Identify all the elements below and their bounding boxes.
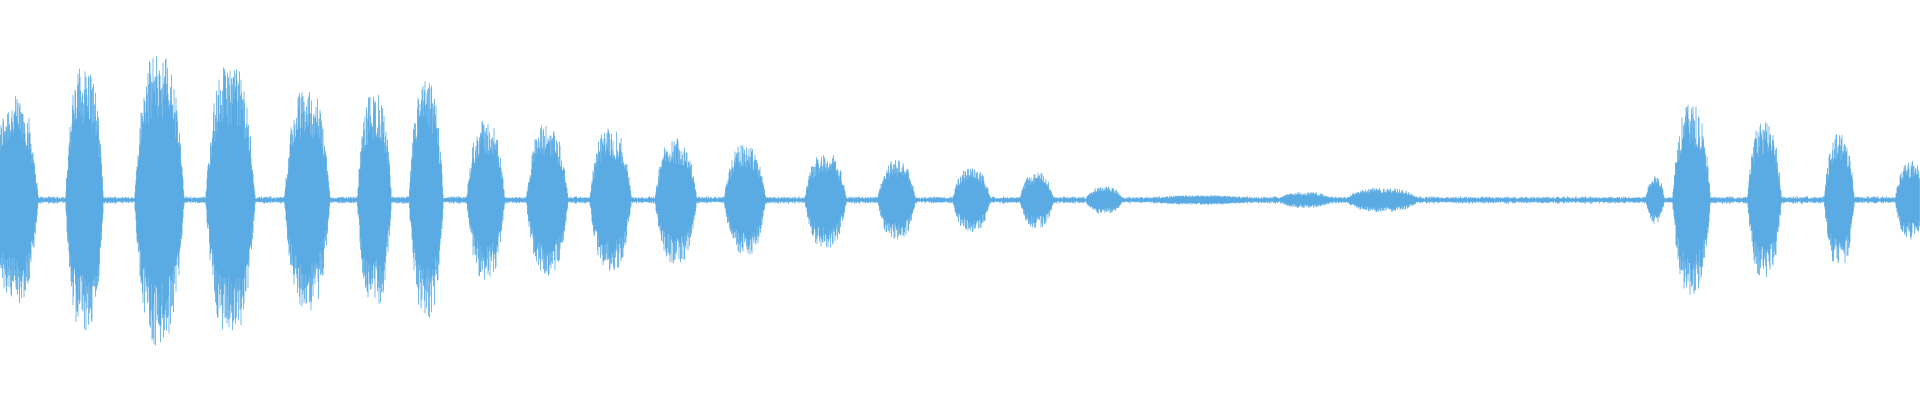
waveform-segment-14 bbox=[877, 160, 915, 240]
waveform-segment-20 bbox=[1344, 188, 1421, 212]
waveform-segment-21 bbox=[1645, 176, 1664, 224]
waveform-segment-13 bbox=[805, 152, 847, 248]
waveform-path bbox=[0, 56, 1920, 346]
waveform-segment-3 bbox=[134, 52, 184, 348]
waveform-segment-4 bbox=[205, 64, 255, 336]
waveform-segment-10 bbox=[589, 128, 631, 272]
waveform-segment-25 bbox=[1895, 160, 1920, 240]
waveform-segment-11 bbox=[655, 136, 697, 264]
waveform-segment-9 bbox=[526, 124, 568, 276]
waveform-segment-16 bbox=[1020, 172, 1055, 228]
waveform-segment-1 bbox=[0, 96, 46, 304]
waveform-segment-7 bbox=[409, 80, 444, 320]
waveform-segment-18 bbox=[1142, 195, 1257, 205]
waveform-segment-17 bbox=[1085, 186, 1123, 214]
waveform-segment-22 bbox=[1672, 104, 1710, 296]
waveform-segment-2 bbox=[65, 64, 103, 336]
waveform-segment-23 bbox=[1747, 120, 1782, 280]
waveform-segment-24 bbox=[1824, 132, 1855, 268]
waveform-segment-12 bbox=[724, 144, 766, 256]
waveform-segment-19 bbox=[1277, 192, 1335, 208]
waveform-segment-8 bbox=[467, 120, 505, 280]
waveform-segment-6 bbox=[357, 92, 392, 308]
waveform-samples bbox=[0, 56, 1920, 346]
waveform-segment-5 bbox=[284, 88, 330, 312]
waveform-segment-15 bbox=[952, 168, 990, 232]
